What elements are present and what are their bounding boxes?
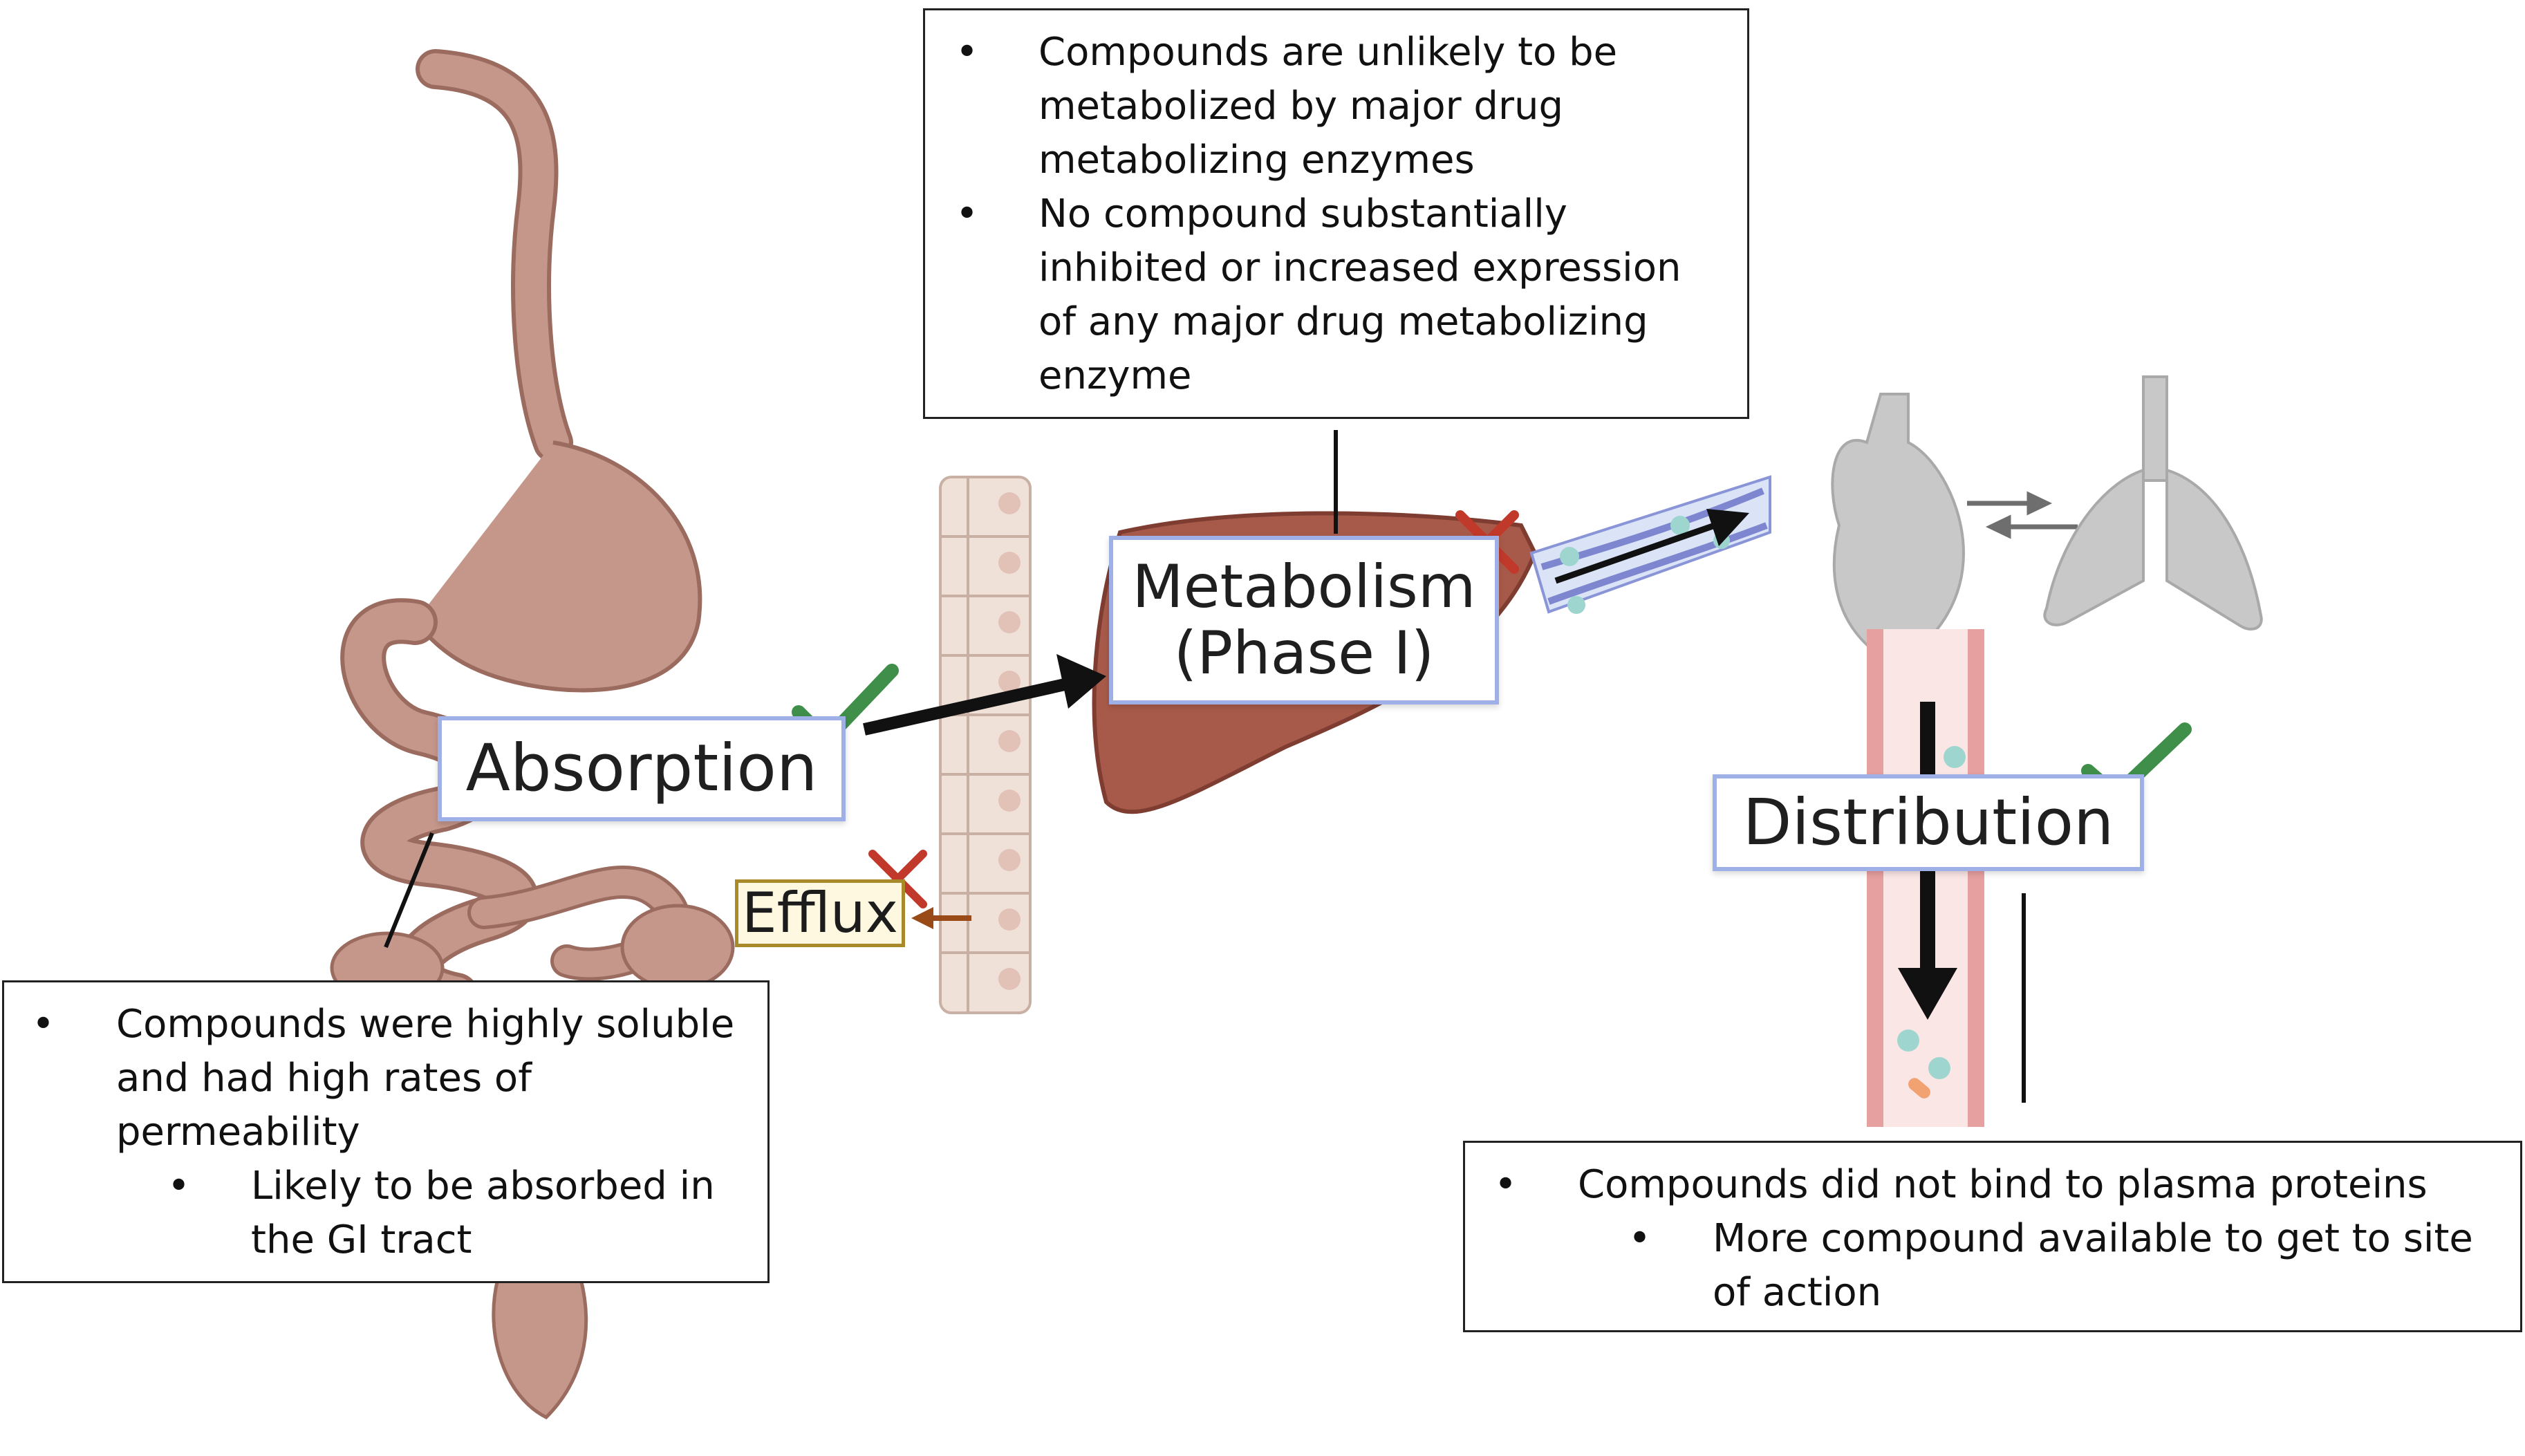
gi-tract-illustration	[330, 49, 735, 1420]
absorption-label-text: Absorption	[465, 731, 818, 807]
exchange-arrows	[1967, 491, 2078, 539]
absorption-note-list: Compounds were highly soluble and had hi…	[4, 982, 767, 1267]
absorption-label: Absorption	[438, 716, 846, 821]
absorption-note-subtext-1: Likely to be absorbed in the GI tract	[251, 1164, 715, 1262]
metabolism-note-item: .mbul::before{} Compounds are unlikely t…	[925, 26, 1726, 187]
distribution-label: Distribution	[1713, 774, 2144, 871]
distribution-note-text-1: Compounds did not bind to plasma protein…	[1578, 1162, 2428, 1207]
metabolism-note-text-2: No compound substantially inhibited or i…	[1038, 192, 1681, 398]
vein-flow-arrowhead	[1706, 509, 1749, 546]
metabolism-label-line1: Metabolism	[1132, 552, 1476, 622]
absorption-note-item: Compounds were highly soluble and had hi…	[4, 998, 747, 1159]
absorption-arrowhead	[1056, 654, 1106, 709]
vein-flow-arrow	[1554, 522, 1716, 584]
metabolism-label-line2: (Phase I)	[1173, 619, 1435, 688]
epithelium-cell-column	[939, 476, 1032, 1014]
metabolism-note-box: .mbul::before{} Compounds are unlikely t…	[923, 8, 1749, 419]
efflux-arrowhead	[911, 907, 933, 929]
distribution-note-item: Compounds did not bind to plasma protein…	[1465, 1158, 2493, 1212]
efflux-label: Efflux	[735, 879, 905, 947]
distribution-arrowhead	[1898, 968, 1957, 1020]
efflux-label-text: Efflux	[742, 881, 898, 945]
absorption-to-metabolism-arrow	[863, 678, 1066, 736]
absorption-note-text-1: Compounds were highly soluble and had hi…	[116, 1002, 735, 1155]
lungs-illustration	[2043, 375, 2263, 631]
metabolism-note-text-1: Compounds are unlikely to be metabolized…	[1038, 30, 1618, 183]
distribution-note-subitem: More compound available to get to site o…	[1465, 1212, 2493, 1320]
heart-illustration	[1831, 393, 1966, 666]
distribution-note-list: Compounds did not bind to plasma protein…	[1465, 1143, 2520, 1320]
absorption-leader-line	[384, 832, 434, 949]
distribution-note-subtext-1: More compound available to get to site o…	[1713, 1216, 2473, 1315]
metabolism-label: Metabolism (Phase I)	[1109, 536, 1499, 704]
absorption-note-subitem: Likely to be absorbed in the GI tract	[4, 1159, 747, 1267]
metabolism-note-item: No compound substantially inhibited or i…	[925, 187, 1726, 403]
distribution-label-text: Distribution	[1742, 785, 2114, 860]
metabolism-note-list: .mbul::before{} Compounds are unlikely t…	[925, 10, 1747, 403]
distribution-note-box: Compounds did not bind to plasma protein…	[1463, 1141, 2522, 1332]
absorption-note-box: Compounds were highly soluble and had hi…	[2, 980, 770, 1283]
